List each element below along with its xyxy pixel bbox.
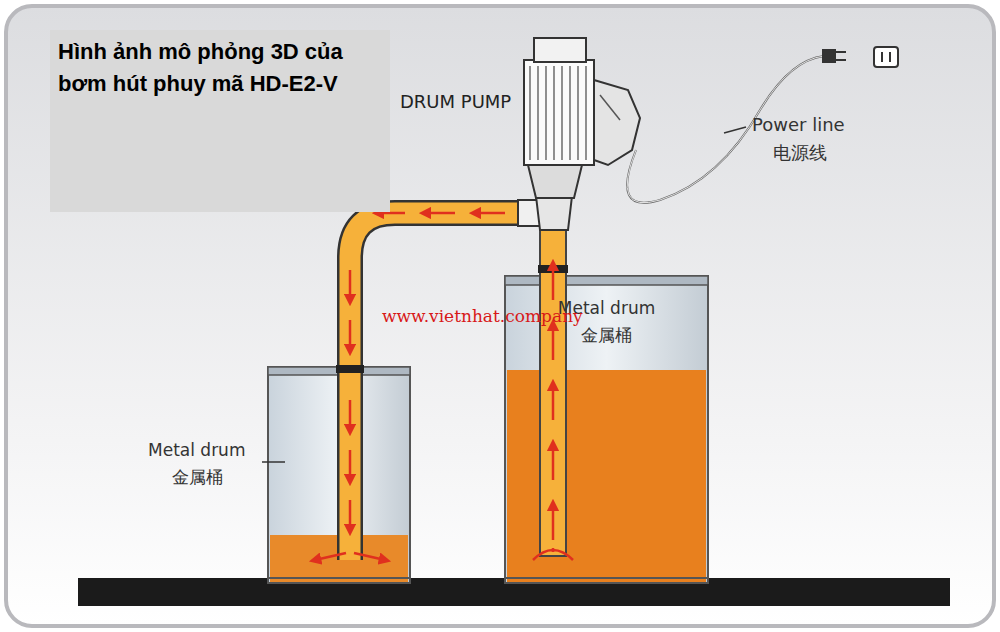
motor-fin xyxy=(569,66,570,160)
drum-cn-label: 金属桶 xyxy=(172,466,223,489)
pump-label: DRUM PUMP xyxy=(400,91,511,112)
motor-fin xyxy=(577,66,578,160)
title: Hình ảnh mô phỏng 3D của bơm hút phuy mã… xyxy=(58,36,384,100)
title-box: Hình ảnh mô phỏng 3D của bơm hút phuy mã… xyxy=(50,30,390,212)
motor-fin xyxy=(561,66,562,160)
motor-fin xyxy=(545,66,546,160)
motor-fin xyxy=(553,66,554,160)
drum-label: 金属桶 xyxy=(581,324,632,347)
power-line-cn-label: 电源线 xyxy=(773,141,827,165)
watermark: www.vietnhat.company xyxy=(382,306,583,326)
motor-fin xyxy=(537,66,538,160)
motor-fin xyxy=(585,66,586,160)
motor-fin xyxy=(529,66,530,160)
drum-label: Metal drum xyxy=(148,440,245,460)
power-line-label: Power line xyxy=(752,114,845,135)
